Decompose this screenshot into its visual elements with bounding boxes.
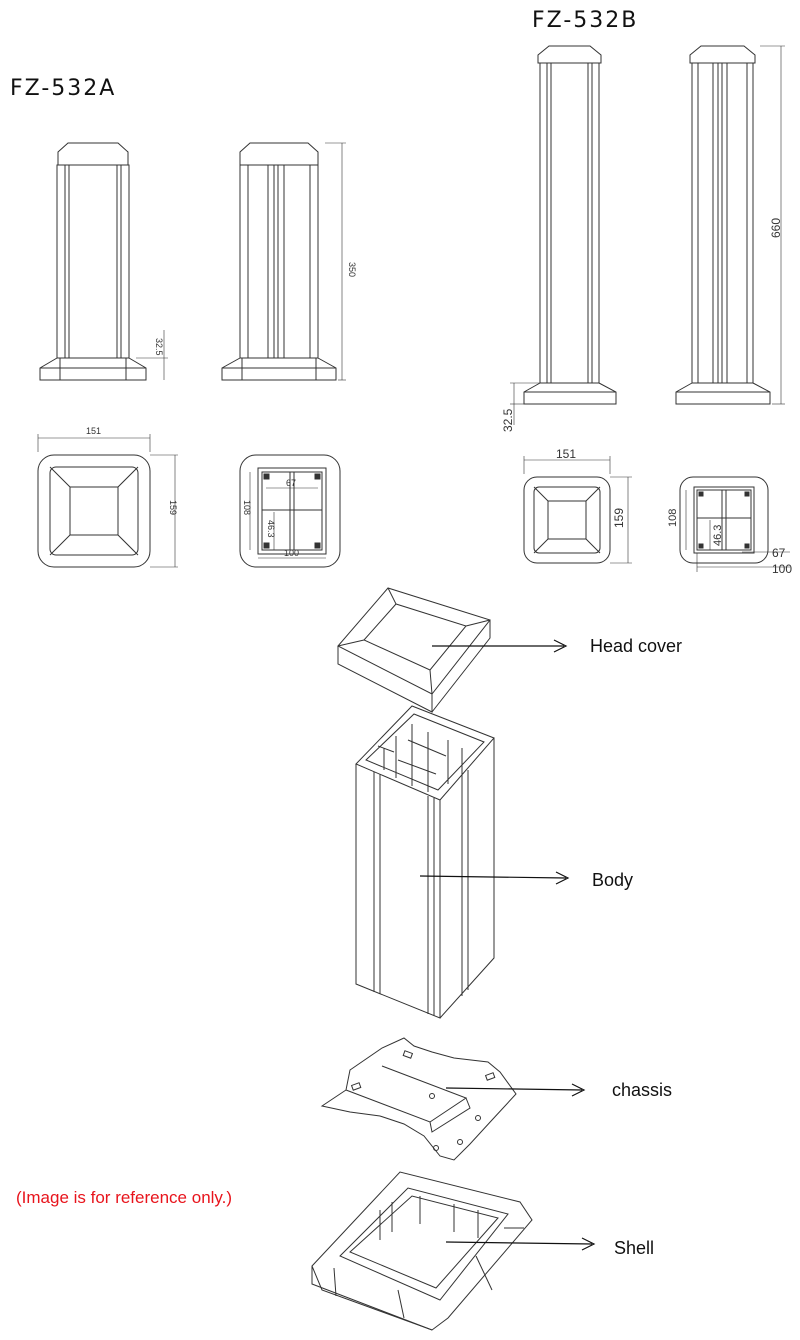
model-a-dim-inner-d: 46.3 <box>266 520 276 538</box>
model-a-dim-width: 151 <box>86 426 101 436</box>
chassis-drawing <box>320 1037 517 1161</box>
shell-drawing <box>311 1171 533 1331</box>
model-b-front-view <box>510 45 617 425</box>
head-cover-drawing <box>337 587 491 713</box>
model-a-dim-inner-w: 67 <box>286 478 296 488</box>
model-b-top-view <box>523 456 632 564</box>
model-b-dim-height: 660 <box>769 218 783 238</box>
model-b-dim-inner-d: 46.3 <box>712 525 724 546</box>
model-b-dim-width: 151 <box>556 447 576 461</box>
model-b-dim-inner-w: 67 <box>772 546 786 560</box>
reference-note: (Image is for reference only.) <box>16 1188 233 1207</box>
label-chassis: chassis <box>612 1080 673 1100</box>
label-body: Body <box>592 870 634 890</box>
label-head-cover: Head cover <box>590 636 683 656</box>
model-a-side-view <box>136 142 346 381</box>
model-b-title: FZ-532B <box>532 8 639 33</box>
body-drawing <box>355 705 495 1019</box>
model-b-dim-depth: 159 <box>612 508 626 528</box>
leader-arrows <box>419 639 596 1251</box>
model-a-section-view <box>239 454 341 568</box>
model-a-title: FZ-532A <box>10 76 117 101</box>
model-a-dim-height: 350 <box>347 262 357 277</box>
label-shell: Shell <box>614 1238 655 1258</box>
model-a-top-view <box>37 434 178 568</box>
model-b-dim-inner-base: 100 <box>772 562 792 576</box>
model-a-dim-inner-base: 100 <box>284 548 299 558</box>
model-a-dim-base: 32.5 <box>154 338 164 356</box>
model-b-dim-inner-h: 108 <box>667 509 679 527</box>
model-a-front-view <box>39 142 147 381</box>
model-b-side-view <box>675 45 785 405</box>
model-a-dim-inner-h: 108 <box>242 500 252 515</box>
model-b-section-view <box>679 476 790 572</box>
model-a-dim-depth: 159 <box>168 500 178 515</box>
model-b-dim-base: 32.5 <box>501 408 515 432</box>
